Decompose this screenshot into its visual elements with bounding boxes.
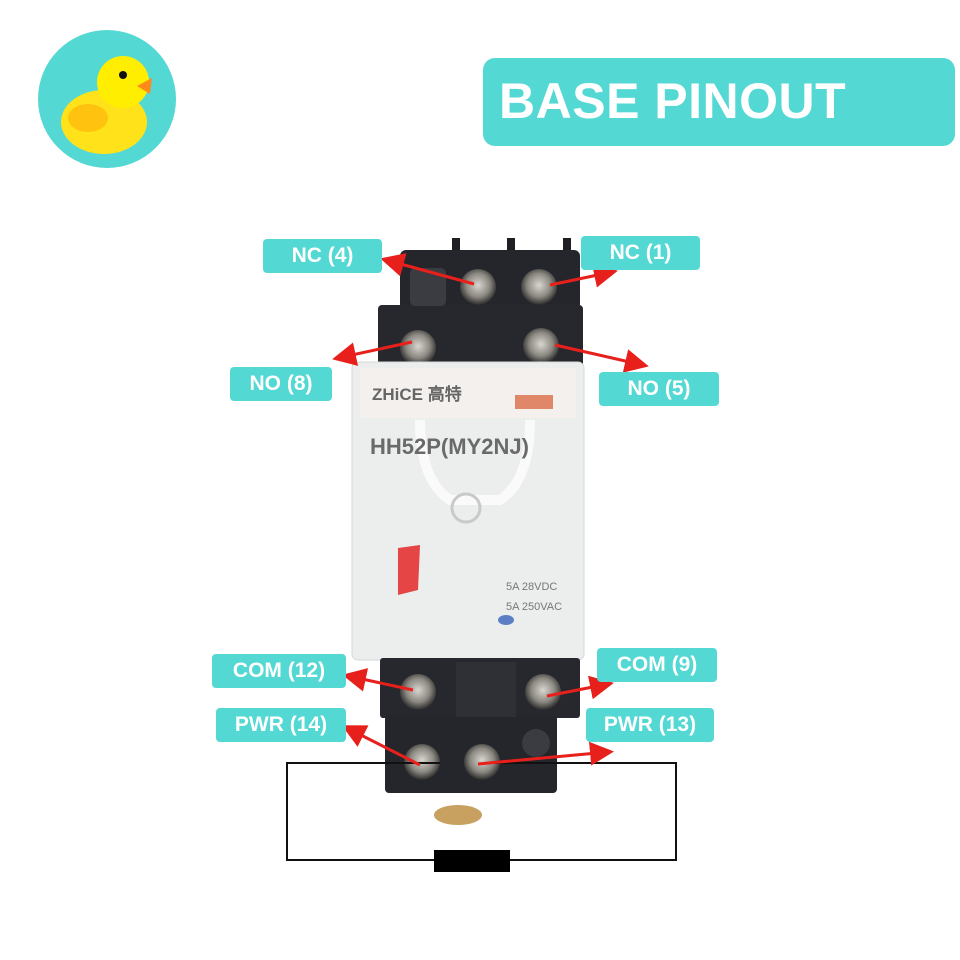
arrow-no8 <box>332 340 413 366</box>
arrow-com12 <box>342 668 414 692</box>
relay-rating-ac: 5A 250VAC <box>506 601 562 613</box>
screw-com12 <box>400 674 436 710</box>
arrow-nc1 <box>549 263 618 288</box>
pin-label-nc4: NC (4) <box>263 239 382 273</box>
pin-label-no8: NO (8) <box>230 367 332 401</box>
pin-label-com9: COM (9) <box>597 648 717 682</box>
relay-rating-dc: 5A 28VDC <box>506 581 557 593</box>
pin-arrows <box>332 253 649 767</box>
screw-nc1 <box>521 269 557 305</box>
page-title: BASE PINOUT <box>499 73 847 129</box>
relay-model: HH52P(MY2NJ) <box>370 434 529 459</box>
screw-no5 <box>523 328 559 364</box>
pin-label-com12: COM (12) <box>212 654 346 688</box>
pin-label-pwr13: PWR (13) <box>586 708 714 742</box>
logo <box>38 30 176 168</box>
load-component <box>434 850 510 872</box>
arrow-pwr13 <box>477 741 614 766</box>
relay-brand: ZHiCE 高特 <box>372 384 462 404</box>
wire-right <box>485 762 677 861</box>
arrow-com9 <box>546 675 614 700</box>
screw-no8 <box>400 330 436 366</box>
title-banner: BASE PINOUT <box>483 58 955 146</box>
pin-label-nc1: NC (1) <box>581 236 700 270</box>
relay-body: ZHiCE 高特 HH52P(MY2NJ) 5A 28VDC 5A 250VAC <box>351 361 585 661</box>
rubber-duck-icon <box>61 56 152 154</box>
socket-bottom <box>380 658 580 825</box>
pin-label-pwr14: PWR (14) <box>216 708 346 742</box>
arrow-no5 <box>554 343 649 373</box>
arrow-nc4 <box>380 253 475 286</box>
pin-label-no5: NO (5) <box>599 372 719 406</box>
socket-top <box>378 238 583 380</box>
arrow-pwr14 <box>341 725 421 767</box>
wire-left <box>286 762 440 861</box>
screw-pwr13 <box>464 744 500 780</box>
screw-nc4 <box>460 269 496 305</box>
power-circuit <box>286 762 677 872</box>
screw-com9 <box>525 674 561 710</box>
